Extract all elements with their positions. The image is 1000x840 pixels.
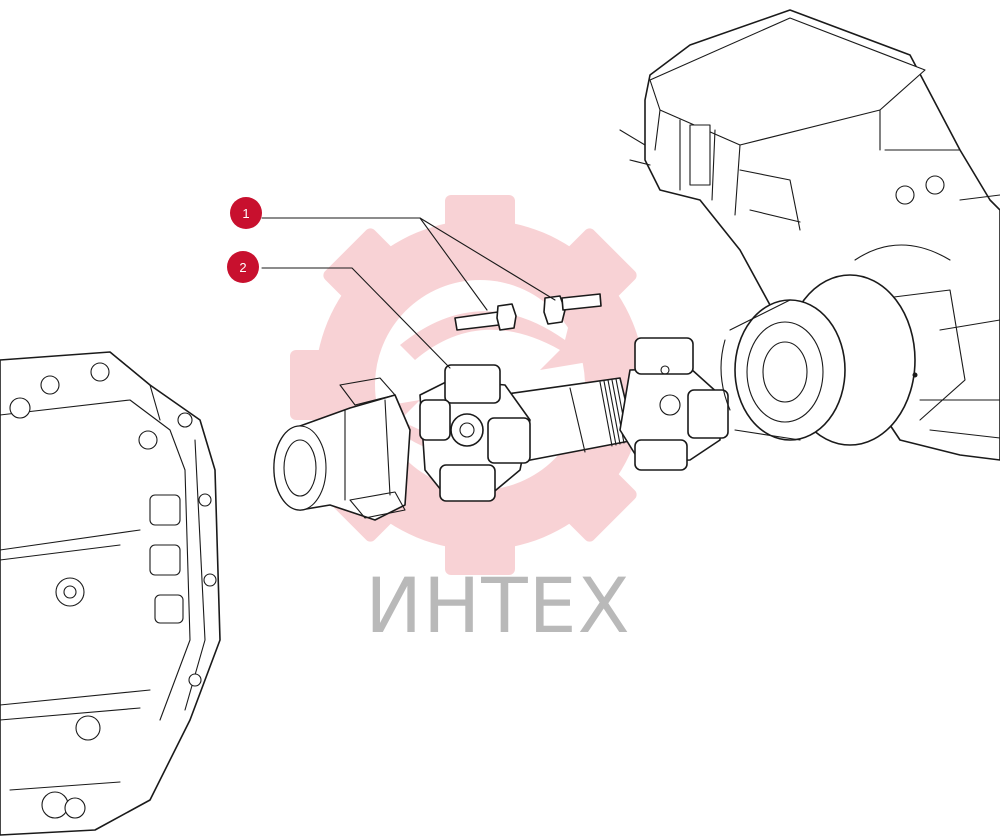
callout-2: 2 xyxy=(227,251,259,283)
splined-sleeve xyxy=(273,377,411,521)
callout-1: 1 xyxy=(230,197,262,229)
gearbox-housing xyxy=(0,351,221,836)
rear-axle-housing xyxy=(619,9,1000,461)
bolts xyxy=(454,293,602,331)
leader-lines xyxy=(261,217,556,369)
callout-2-label: 2 xyxy=(239,260,246,275)
watermark-text: ИНТЕХ xyxy=(365,561,631,650)
cardan-shaft xyxy=(419,337,729,502)
callout-1-badge xyxy=(230,197,262,229)
callout-2-badge xyxy=(227,251,259,283)
callout-1-label: 1 xyxy=(242,206,249,221)
